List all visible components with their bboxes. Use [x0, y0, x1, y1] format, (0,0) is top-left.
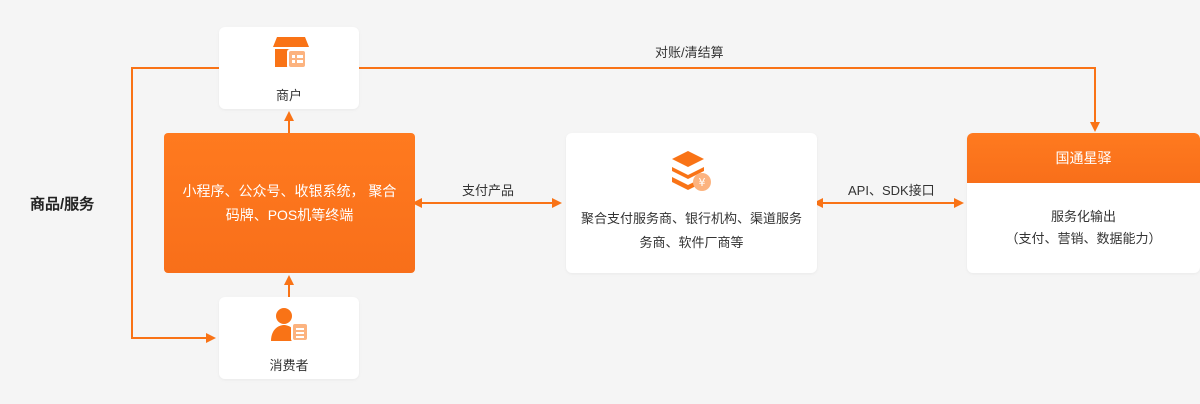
reconcile-label: 对账/清结算	[655, 45, 724, 60]
consumer-icon	[269, 305, 313, 345]
guotong-line1: 服务化输出	[1050, 209, 1116, 224]
pay-product-label: 支付产品	[462, 183, 515, 198]
guotong-line2: （支付、营销、数据能力）	[1005, 231, 1162, 246]
store-icon	[271, 35, 311, 73]
layers-yen-icon: ¥	[668, 149, 714, 193]
consumer-label: 消费者	[269, 358, 309, 373]
api-label: API、SDK接口	[848, 183, 935, 198]
terminal-card: 小程序、公众号、收银系统， 聚合码牌、POS机等终端	[164, 133, 415, 273]
guotong-title: 国通星驿	[967, 133, 1200, 183]
reconcile-line	[359, 67, 1100, 132]
aggregator-text: 聚合支付服务商、银行机构、渠道服务务商、软件厂商等	[581, 211, 803, 250]
merchant-card: 商户	[219, 27, 359, 109]
terminal-text: 小程序、公众号、收银系统， 聚合码牌、POS机等终端	[182, 183, 397, 223]
consumer-card: 消费者	[219, 297, 359, 379]
goods-label: 商品/服务	[30, 196, 95, 213]
aggregator-card: ¥ 聚合支付服务商、银行机构、渠道服务务商、软件厂商等	[566, 133, 817, 273]
guotong-card: 国通星驿 服务化输出 （支付、营销、数据能力）	[967, 133, 1200, 273]
goods-line	[131, 67, 219, 343]
svg-text:¥: ¥	[699, 176, 706, 189]
merchant-label: 商户	[275, 88, 302, 103]
